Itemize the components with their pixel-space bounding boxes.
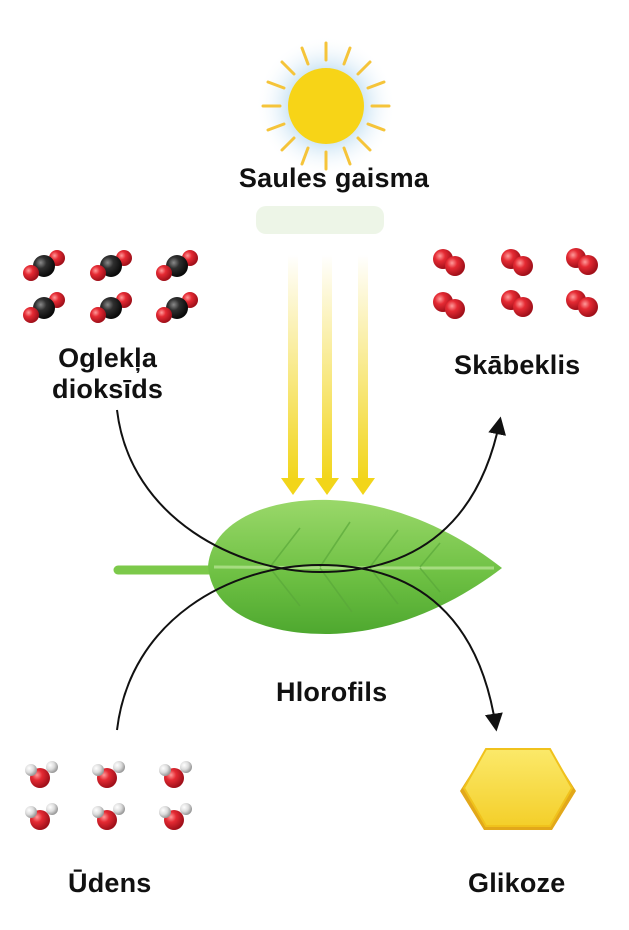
h2o-molecule [25, 761, 58, 788]
co2-molecule [23, 292, 65, 323]
o2-molecule [433, 292, 465, 319]
process-arrows [116, 409, 506, 732]
glucose-hexagon-icon [460, 748, 576, 830]
leaf-icon [113, 499, 502, 635]
light-haze [256, 206, 384, 234]
co2-molecule [156, 292, 198, 323]
o2-molecule [566, 248, 598, 275]
glucose-label: Glikoze [468, 868, 566, 898]
oxygen-label: Skābeklis [454, 350, 581, 380]
co2-to-oxygen-arrow [116, 409, 506, 574]
carbon-dioxide-label-line1: Oglekļa [58, 343, 158, 373]
h2o-molecule [92, 761, 125, 788]
h2o-molecule [92, 803, 125, 830]
co2-molecule [90, 250, 132, 281]
o2-molecule [501, 290, 533, 317]
h2o-molecule [159, 761, 192, 788]
sunlight-label: Saules gaisma [238, 163, 430, 193]
h2o-molecule [159, 803, 192, 830]
o2-molecule [501, 249, 533, 276]
h2o-molecule [25, 803, 58, 830]
carbon-dioxide-molecules [23, 250, 198, 323]
o2-molecule [566, 290, 598, 317]
co2-molecule [23, 250, 65, 281]
water-molecules [25, 761, 192, 830]
sun-icon [256, 36, 396, 176]
o2-molecule [433, 249, 465, 276]
co2-molecule [90, 292, 132, 323]
carbon-dioxide-label-line2: dioksīds [52, 374, 164, 404]
chlorophyll-label: Hlorofils [276, 677, 388, 707]
co2-molecule [156, 250, 198, 281]
water-to-glucose-arrow [116, 563, 503, 732]
oxygen-molecules [433, 248, 598, 319]
carbon-dioxide-label: Oglekļa dioksīds [52, 343, 163, 405]
water-label: Ūdens [68, 868, 152, 898]
light-arrows [281, 255, 375, 495]
